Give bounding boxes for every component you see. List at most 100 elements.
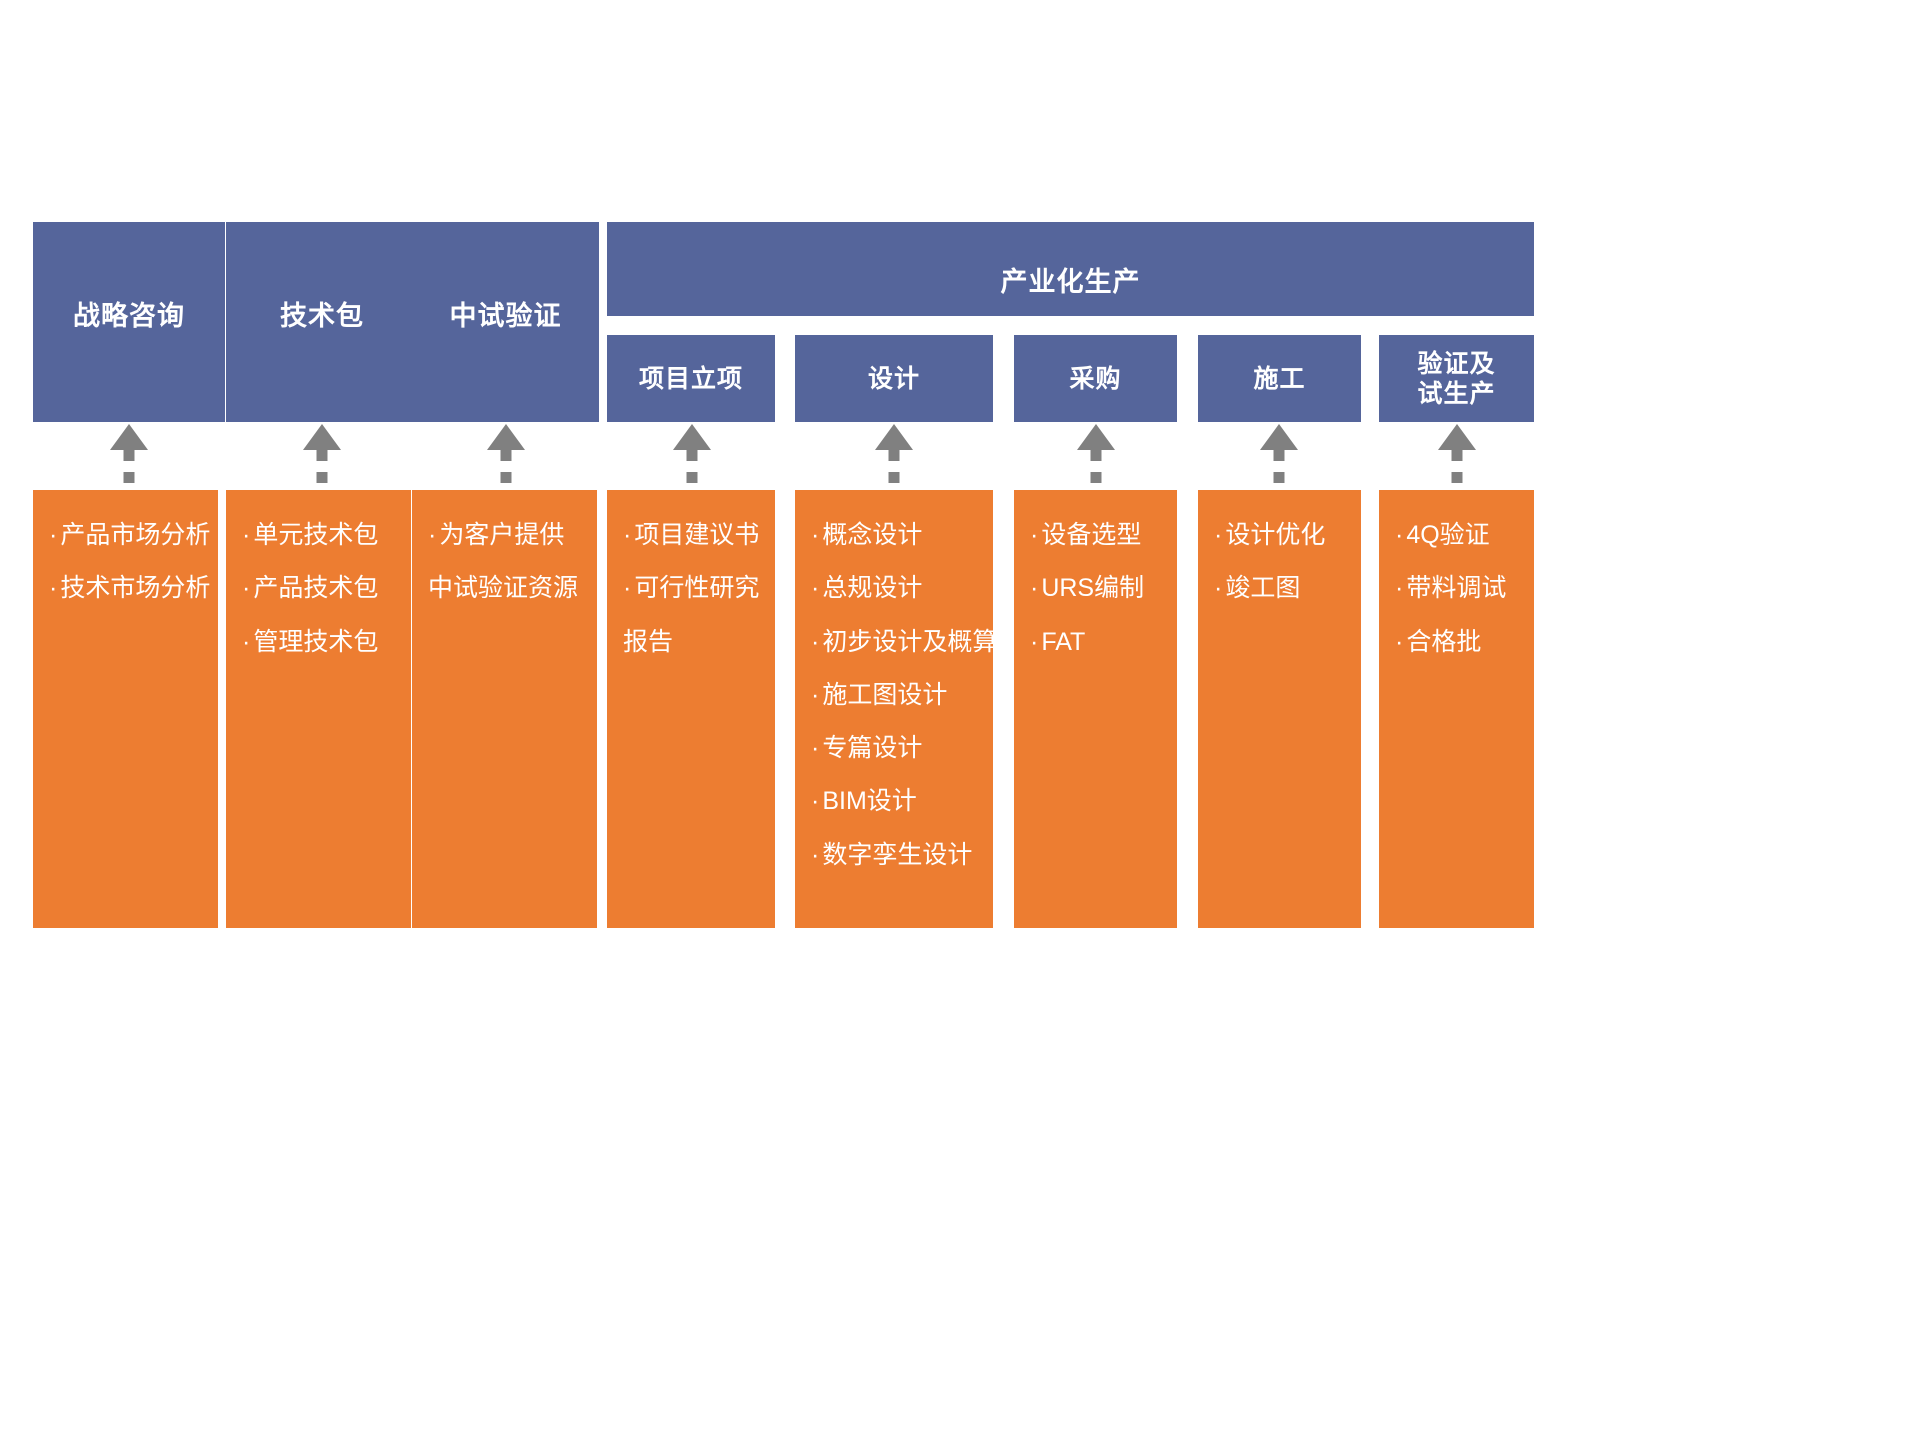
tier2-box-project-initiation[interactable]: 项目立项 — [607, 335, 775, 422]
bullet-dot: · — [623, 574, 632, 603]
bullet-dot: · — [1395, 627, 1404, 656]
list-item: ·URS编制 — [1030, 573, 1161, 604]
content-list-design: ·概念设计 ·总规设计 ·初步设计及概算 ·施工图设计 ·专篇设计 ·BIM设计… — [811, 520, 993, 871]
bullet-dot: · — [1395, 574, 1404, 603]
arrow-shaft — [686, 450, 698, 516]
tier2-box-construction[interactable]: 施工 — [1198, 335, 1361, 422]
arrow-shaft — [1090, 450, 1102, 516]
list-item: ·竣工图 — [1214, 573, 1345, 604]
list-item-text: 设备选型 — [1041, 521, 1142, 549]
tier2-box-validation-trial[interactable]: 验证及 试生产 — [1379, 335, 1534, 422]
list-item-text: 为客户提供 — [439, 521, 565, 549]
list-item: ·带料调试 — [1395, 573, 1518, 604]
content-list-pilot-validation: ·为客户提供 中试验证资源 — [428, 520, 581, 605]
list-item-text: 产品市场分析 — [60, 521, 211, 549]
list-item-text: 总规设计 — [822, 574, 923, 603]
content-column-strategy[interactable]: ·产品市场分析 ·技术市场分析 — [33, 490, 218, 928]
list-item-text: 技术市场分析 — [60, 574, 211, 603]
bullet-dot: · — [811, 787, 820, 816]
bullet-dot: · — [811, 840, 820, 869]
list-item-text: 管理技术包 — [253, 627, 379, 656]
arrow-shaft — [500, 450, 512, 516]
list-item-text: 初步设计及概算 — [822, 627, 993, 656]
arrow-head-icon — [303, 424, 341, 450]
list-item-text: 合格批 — [1406, 627, 1482, 656]
bullet-dot: · — [811, 680, 820, 709]
content-column-project-initiation[interactable]: ·项目建议书 ·可行性研究 报告 — [607, 490, 775, 928]
bullet-dot: · — [811, 521, 820, 549]
tier1-box-tech-package[interactable]: 技术包 — [226, 222, 418, 422]
tier1-box-strategy[interactable]: 战略咨询 — [33, 222, 225, 422]
list-item: 中试验证资源 — [428, 573, 581, 604]
tier2-label-project-initiation: 项目立项 — [638, 364, 743, 393]
content-column-validation-trial[interactable]: ·4Q验证 ·带料调试 ·合格批 — [1379, 490, 1534, 928]
content-list-strategy: ·产品市场分析 ·技术市场分析 — [49, 520, 210, 605]
list-item: ·可行性研究 — [623, 573, 759, 604]
bullet-dot: · — [49, 521, 58, 549]
content-column-tech-package[interactable]: ·单元技术包 ·产品技术包 ·管理技术包 — [226, 490, 411, 928]
list-item-text: 4Q验证 — [1406, 521, 1490, 549]
tier1-box-pilot-validation[interactable]: 中试验证 — [412, 222, 599, 422]
list-item-text: URS编制 — [1041, 574, 1145, 603]
content-column-procurement[interactable]: ·设备选型 ·URS编制 ·FAT — [1014, 490, 1177, 928]
arrow-shaft — [316, 450, 328, 516]
arrow-head-icon — [875, 424, 913, 450]
bullet-dot: · — [242, 521, 251, 549]
list-item: ·施工图设计 — [811, 680, 977, 711]
list-item: ·设备选型 — [1030, 520, 1161, 551]
list-item-text: 可行性研究 — [634, 574, 760, 603]
bullet-dot: · — [811, 574, 820, 603]
list-item-text: 带料调试 — [1406, 574, 1507, 603]
arrow-shaft — [123, 450, 135, 516]
list-item: ·4Q验证 — [1395, 520, 1518, 551]
list-item-text: 竣工图 — [1225, 574, 1301, 603]
tier2-label-procurement: 采购 — [1069, 364, 1122, 393]
arrow-shaft — [888, 450, 900, 516]
content-column-pilot-validation[interactable]: ·为客户提供 中试验证资源 — [412, 490, 597, 928]
list-item: ·BIM设计 — [811, 786, 977, 817]
content-list-procurement: ·设备选型 ·URS编制 ·FAT — [1030, 520, 1161, 658]
list-item: ·专篇设计 — [811, 733, 977, 764]
list-item-text: 专篇设计 — [822, 734, 923, 762]
list-item: ·产品技术包 — [242, 573, 395, 604]
tier1-label-tech-package: 技术包 — [280, 301, 364, 332]
umbrella-bar-industrial-production[interactable]: 产业化生产 — [607, 222, 1534, 316]
tier2-label-construction: 施工 — [1253, 364, 1306, 393]
arrow-head-icon — [110, 424, 148, 450]
arrow-head-icon — [1438, 424, 1476, 450]
bullet-dot: · — [1030, 627, 1039, 656]
bullet-dot: · — [1395, 521, 1404, 549]
list-item-text: 产品技术包 — [253, 574, 379, 603]
tier2-label-validation-trial-line1: 验证及 — [1417, 349, 1496, 378]
bullet-dot: · — [242, 574, 251, 603]
list-item: ·概念设计 — [811, 520, 977, 551]
umbrella-label: 产业化生产 — [1000, 267, 1141, 297]
list-item: ·管理技术包 — [242, 627, 395, 658]
list-item-text: 单元技术包 — [253, 521, 379, 549]
list-item-text: 报告 — [623, 627, 674, 656]
list-item: 报告 — [623, 627, 759, 658]
list-item: ·单元技术包 — [242, 520, 395, 551]
tier1-label-strategy: 战略咨询 — [73, 301, 185, 332]
content-column-design[interactable]: ·概念设计 ·总规设计 ·初步设计及概算 ·施工图设计 ·专篇设计 ·BIM设计… — [795, 490, 993, 928]
list-item-text: BIM设计 — [822, 787, 917, 816]
bullet-dot: · — [1030, 521, 1039, 549]
bullet-dot: · — [242, 627, 251, 656]
tier2-label-validation-trial-line2: 试生产 — [1417, 379, 1496, 408]
bullet-dot: · — [1030, 574, 1039, 603]
content-list-validation-trial: ·4Q验证 ·带料调试 ·合格批 — [1395, 520, 1518, 658]
bullet-dot: · — [1214, 574, 1223, 603]
arrow-head-icon — [1077, 424, 1115, 450]
arrow-shaft — [1273, 450, 1285, 516]
tier2-box-procurement[interactable]: 采购 — [1014, 335, 1177, 422]
arrow-head-icon — [673, 424, 711, 450]
list-item: ·技术市场分析 — [49, 573, 210, 604]
tier2-label-design: 设计 — [867, 364, 920, 393]
content-column-construction[interactable]: ·设计优化 ·竣工图 — [1198, 490, 1361, 928]
tier2-box-design[interactable]: 设计 — [795, 335, 993, 422]
list-item-text: 施工图设计 — [822, 680, 948, 709]
list-item: ·初步设计及概算 — [811, 627, 993, 658]
arrow-head-icon — [1260, 424, 1298, 450]
list-item: ·数字孪生设计 — [811, 840, 977, 871]
